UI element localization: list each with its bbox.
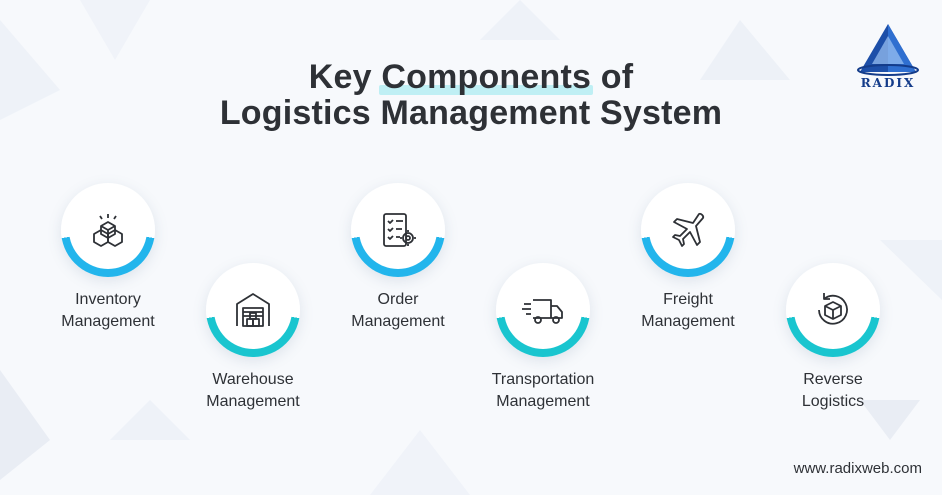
component-label: Inventory Management xyxy=(28,289,188,333)
label-line1: Order xyxy=(377,291,419,308)
label-line2: Management xyxy=(351,313,445,330)
icon-holder xyxy=(649,191,727,269)
label-line2: Logistics xyxy=(801,393,865,410)
boxes-icon xyxy=(93,214,123,247)
label-line1: Warehouse xyxy=(212,371,294,388)
label-line2: Management xyxy=(61,313,155,330)
label-line2: Management xyxy=(641,313,735,330)
component-label: Warehouse Management xyxy=(173,369,333,413)
component-label: Freight Management xyxy=(608,289,768,333)
icon-ring xyxy=(641,183,735,277)
icon-ring xyxy=(496,263,590,357)
airplane-icon xyxy=(672,212,705,247)
label-line2: Management xyxy=(206,393,300,410)
label-line1: Inventory xyxy=(75,291,141,308)
page-title-line1: Key Components of xyxy=(0,58,942,97)
icon-ring xyxy=(786,263,880,357)
title-prefix: Key xyxy=(308,58,372,96)
title-suffix: of xyxy=(600,58,634,96)
warehouse-icon xyxy=(236,293,270,327)
label-line1: Freight xyxy=(663,291,713,308)
component-label: Reverse Logistics xyxy=(753,369,913,413)
icon-holder xyxy=(794,271,872,349)
website-url: www.radixweb.com xyxy=(793,460,922,477)
icon-holder xyxy=(69,191,147,269)
icon-holder xyxy=(214,271,292,349)
page-title-line2: Logistics Management System xyxy=(219,94,723,132)
icon-ring xyxy=(206,263,300,357)
label-line1: Reverse xyxy=(803,371,863,388)
icon-holder xyxy=(359,191,437,269)
title-highlight: Components xyxy=(379,58,593,96)
radix-logo-icon xyxy=(857,24,919,76)
truck-icon xyxy=(522,299,563,324)
radix-logo-text: RADIX xyxy=(860,76,916,90)
label-line2: Management xyxy=(496,393,590,410)
icon-holder xyxy=(504,271,582,349)
return-box-icon xyxy=(818,293,848,325)
component-label: Transportation Management xyxy=(463,369,623,413)
icon-ring xyxy=(351,183,445,277)
icon-ring xyxy=(61,183,155,277)
label-line1: Transportation xyxy=(491,371,595,388)
component-label: Order Management xyxy=(318,289,478,333)
order-checklist-icon xyxy=(383,213,416,247)
